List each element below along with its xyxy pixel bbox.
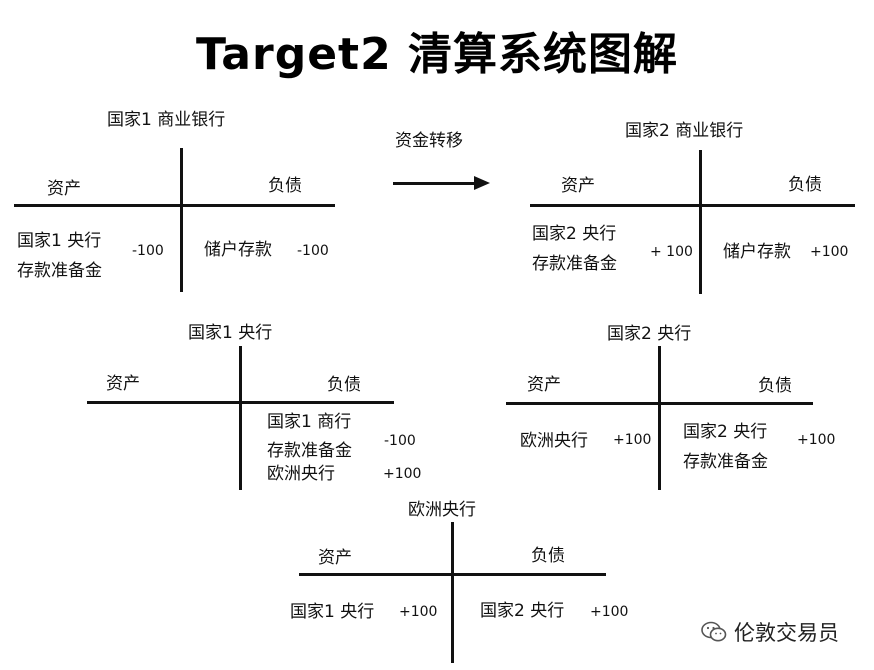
liability-entry: 国家2 央行 [480, 601, 565, 621]
liability-value: +100 [590, 604, 629, 620]
asset-value: + 100 [650, 244, 693, 260]
ledger-title: 国家2 央行 [607, 324, 692, 344]
diagram-title: Target2 清算系统图解 [195, 29, 679, 80]
liability-entry-line2: 存款准备金 [683, 452, 768, 472]
assets-header: 资产 [561, 176, 595, 196]
transfer-label: 资金转移 [395, 131, 463, 151]
assets-header: 资产 [527, 375, 561, 395]
liability-entry-line3: 欧洲央行 [267, 464, 335, 484]
asset-entry: 欧洲央行 [520, 431, 588, 451]
t-account-vertical-line [451, 522, 454, 663]
asset-entry-line1: 国家2 央行 [532, 224, 617, 244]
liabilities-header: 负债 [788, 175, 822, 195]
wechat-icon [700, 620, 728, 644]
t-account-horizontal-line [530, 204, 855, 207]
ledger-title: 欧洲央行 [408, 500, 476, 520]
asset-entry-line1: 国家1 央行 [17, 231, 102, 251]
liability-entry-line1: 国家1 商行 [267, 412, 352, 432]
ledger-title: 国家1 央行 [188, 323, 273, 343]
t-account-vertical-line [699, 150, 702, 294]
liabilities-header: 负债 [758, 376, 792, 396]
t-account-vertical-line [180, 148, 183, 292]
asset-value: -100 [132, 243, 164, 259]
ledger-title: 国家2 商业银行 [625, 121, 744, 141]
liability-value: +100 [383, 466, 422, 482]
liabilities-header: 负债 [268, 176, 302, 196]
arrow-right-icon [474, 176, 490, 190]
liability-value: -100 [297, 243, 329, 259]
asset-value: +100 [399, 604, 438, 620]
watermark-text: 伦敦交易员 [734, 621, 839, 645]
liability-value: +100 [797, 432, 836, 448]
assets-header: 资产 [47, 179, 81, 199]
liability-entry: 储户存款 [723, 242, 791, 262]
liability-value: +100 [810, 244, 849, 260]
t-account-horizontal-line [14, 204, 335, 207]
arrow-shaft [393, 182, 475, 185]
assets-header: 资产 [106, 374, 140, 394]
asset-entry-line2: 存款准备金 [17, 261, 102, 281]
liability-value: -100 [384, 433, 416, 449]
liabilities-header: 负债 [327, 375, 361, 395]
asset-value: +100 [613, 432, 652, 448]
liabilities-header: 负债 [531, 546, 565, 566]
asset-entry-line2: 存款准备金 [532, 254, 617, 274]
t-account-vertical-line [239, 346, 242, 490]
liability-entry-line1: 国家2 央行 [683, 422, 768, 442]
ledger-title: 国家1 商业银行 [107, 110, 226, 130]
liability-entry: 储户存款 [204, 240, 272, 260]
assets-header: 资产 [318, 548, 352, 568]
liability-entry-line2: 存款准备金 [267, 441, 352, 461]
asset-entry: 国家1 央行 [290, 602, 375, 622]
watermark: 伦敦交易员 [700, 617, 839, 647]
t-account-vertical-line [658, 346, 661, 490]
